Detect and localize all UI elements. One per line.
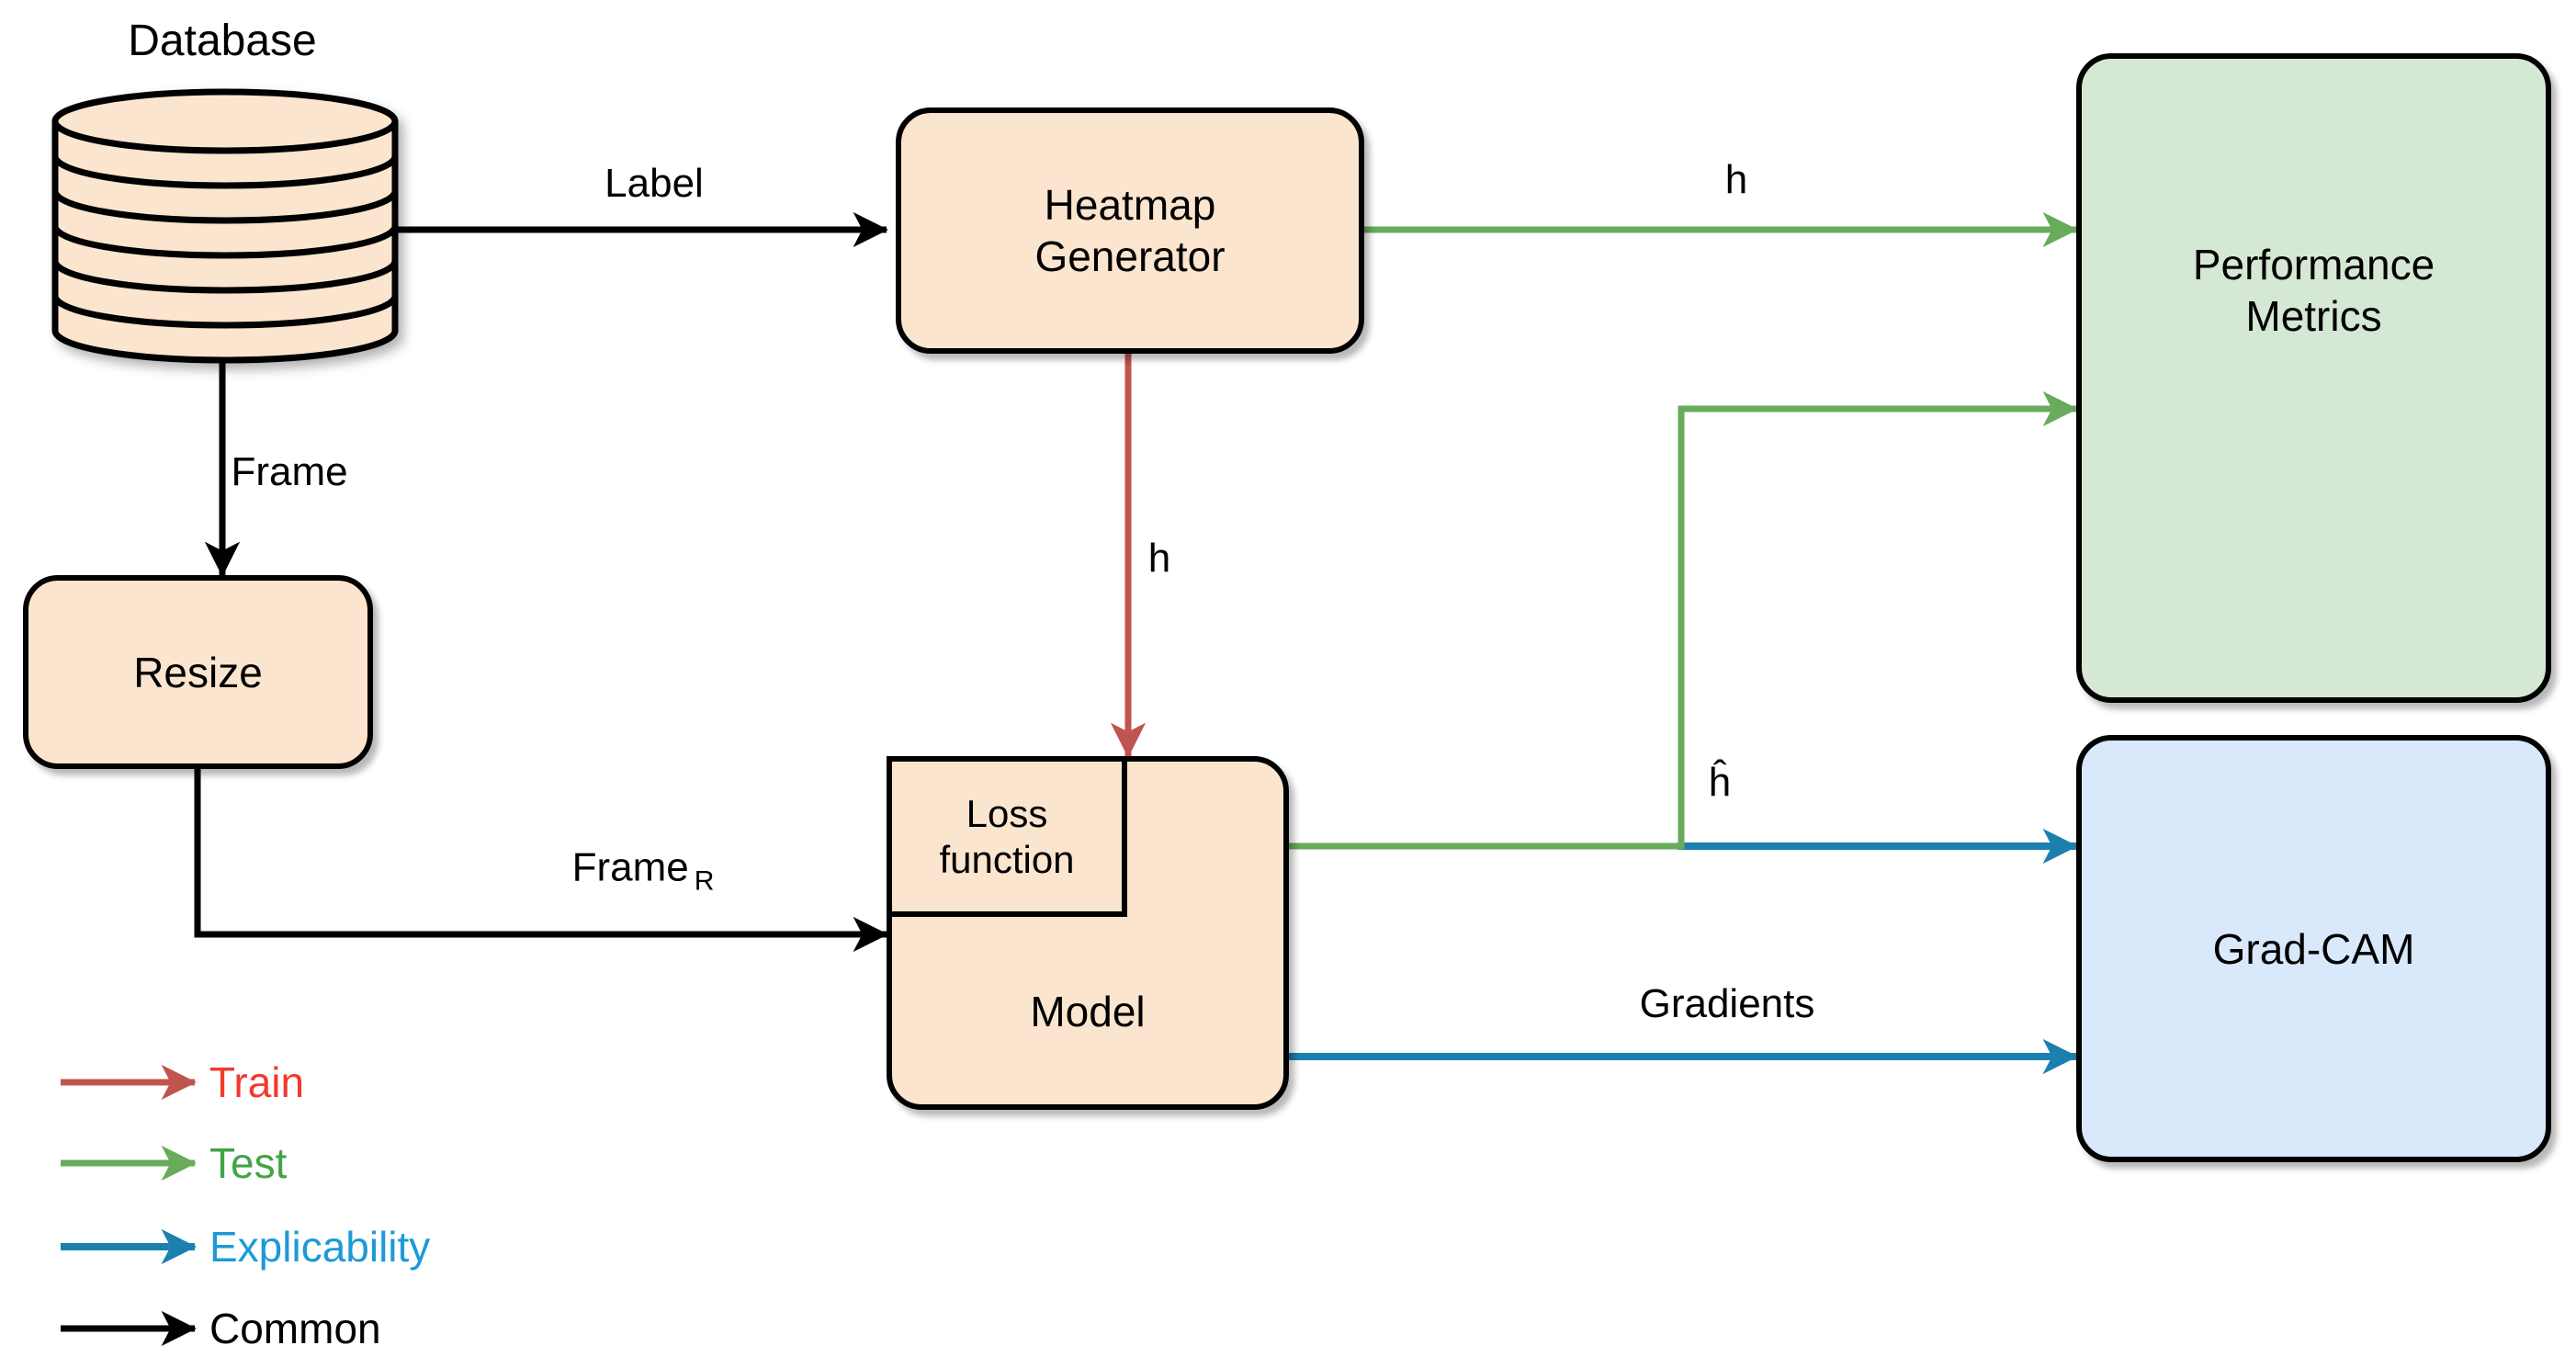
database-icon — [51, 88, 399, 364]
edge-label-frame-r-base: Frame — [571, 844, 689, 890]
legend-train-label: Train — [209, 1058, 305, 1106]
loss-function-label-line2: function — [939, 837, 1075, 881]
edge-label-frame: Frame — [231, 449, 348, 494]
edge-label-h-test: h — [1724, 157, 1748, 202]
node-loss-function: Loss function — [887, 756, 1127, 917]
resize-label: Resize — [133, 648, 263, 696]
legend-test-label: Test — [209, 1139, 288, 1187]
heatmap-generator-label-line1: Heatmap — [1044, 181, 1216, 229]
node-grad-cam: Grad-CAM — [2076, 735, 2551, 1162]
edge-label-frame-r-subscript: R — [694, 865, 715, 897]
edge-label-label: Label — [604, 161, 704, 206]
loss-function-label-line1: Loss — [966, 791, 1048, 835]
edge-label-gradients: Gradients — [1639, 981, 1815, 1026]
performance-metrics-label-line2: Metrics — [2245, 292, 2382, 340]
legend-explicability-label: Explicability — [209, 1223, 431, 1271]
node-heatmap-generator: Heatmap Generator — [896, 107, 1364, 354]
node-performance-metrics: Performance Metrics — [2076, 53, 2551, 703]
performance-metrics-label-line1: Performance — [2192, 241, 2435, 288]
node-resize: Resize — [23, 575, 373, 769]
legend-common-label: Common — [209, 1305, 381, 1352]
heatmap-generator-label-line2: Generator — [1034, 232, 1226, 280]
grad-cam-label: Grad-CAM — [2212, 924, 2415, 973]
model-label: Model — [1030, 988, 1146, 1035]
performance-metrics-label: Performance Metrics — [2082, 239, 2546, 342]
edge-hhat-model-to-performance-test — [1289, 390, 2078, 850]
edge-label-h-train: h — [1147, 536, 1171, 581]
edge-framer-resize-to-model — [194, 769, 888, 953]
edge-label-h-hat: ĥ — [1708, 760, 1732, 805]
database-title: Database — [128, 17, 317, 65]
